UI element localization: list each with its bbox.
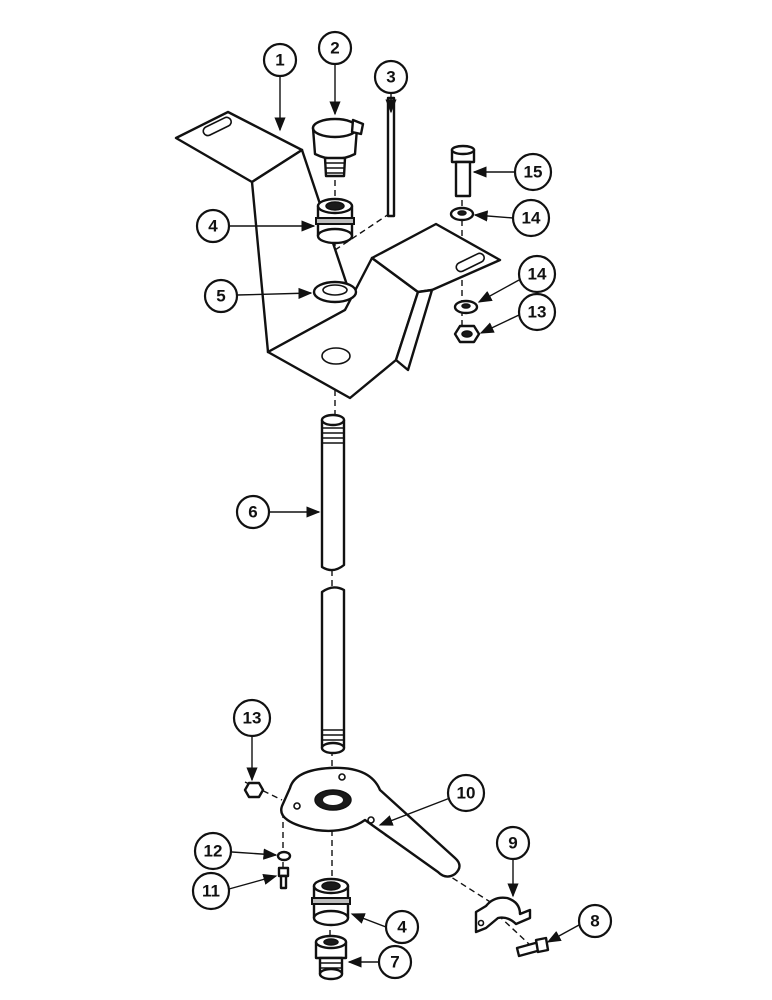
callout-9: 9 [495, 825, 531, 861]
callout-5-label: 5 [216, 287, 225, 306]
lock-washer [276, 850, 292, 862]
callout-4-upper: 4 [195, 208, 231, 244]
callout-11: 11 [191, 871, 231, 911]
washer-small-upper [449, 206, 475, 222]
callout-13-lower-label: 13 [243, 709, 262, 728]
rod [386, 96, 396, 218]
callout-11-label: 11 [202, 882, 220, 901]
callout-13-upper-label: 13 [528, 303, 547, 322]
callout-14-upper: 14 [511, 198, 551, 238]
valve-cap [311, 117, 365, 178]
callout-10: 10 [446, 773, 486, 813]
callout-12-label: 12 [204, 842, 223, 861]
callout-8-label: 8 [590, 912, 599, 931]
callout-9-label: 9 [508, 834, 517, 853]
callout-6-label: 6 [248, 503, 257, 522]
callout-10-label: 10 [457, 784, 476, 803]
callout-14-lower: 14 [517, 254, 557, 294]
screw [515, 936, 550, 958]
fitting [314, 934, 348, 981]
nut-lower [243, 781, 265, 799]
callout-2: 2 [317, 30, 353, 66]
leader-lines [228, 64, 580, 968]
washer-small-lower [453, 299, 479, 315]
callout-13-upper: 13 [517, 292, 557, 332]
bolt [450, 144, 476, 198]
callout-15-label: 15 [524, 163, 543, 182]
callout-4-lower: 4 [384, 909, 420, 945]
pipe [320, 413, 346, 755]
callout-3-label: 3 [386, 68, 395, 87]
callout-8: 8 [577, 903, 613, 939]
screw-small [277, 866, 290, 890]
callout-1-label: 1 [275, 51, 284, 70]
washer-large [312, 280, 358, 304]
callout-1: 1 [262, 42, 298, 78]
pipe-clamp [474, 896, 532, 934]
callout-5: 5 [203, 278, 239, 314]
bushing-upper [315, 197, 355, 245]
callout-6: 6 [235, 494, 271, 530]
callout-14-upper-label: 14 [522, 209, 541, 228]
callout-15: 15 [513, 152, 553, 192]
callout-13-lower: 13 [232, 698, 272, 738]
nut-upper [453, 324, 481, 344]
callout-7-label: 7 [390, 953, 399, 972]
callout-4-lower-label: 4 [397, 918, 407, 937]
callout-7: 7 [377, 944, 413, 980]
callout-14-lower-label: 14 [528, 265, 547, 284]
callout-4-upper-label: 4 [208, 217, 218, 236]
callout-2-label: 2 [330, 39, 339, 58]
lever-plate [280, 766, 461, 878]
callout-3: 3 [373, 59, 409, 95]
bushing-lower [311, 877, 351, 927]
callout-12: 12 [193, 831, 233, 871]
